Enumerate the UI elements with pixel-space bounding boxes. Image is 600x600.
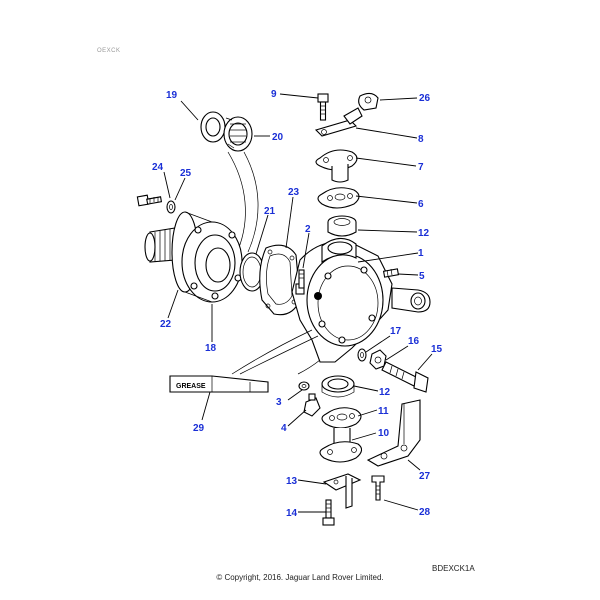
washer-part-25 xyxy=(166,200,176,214)
callout-2[interactable]: 2 xyxy=(305,224,311,235)
gasket-part xyxy=(259,244,301,316)
stud-part-2 xyxy=(298,269,305,289)
callout-20[interactable]: 20 xyxy=(272,132,284,143)
callout-18[interactable]: 18 xyxy=(205,343,217,354)
callout-11[interactable]: 11 xyxy=(378,406,389,417)
swivel-pin-bottom-part xyxy=(319,428,363,463)
gasket-part-6 xyxy=(317,187,360,209)
callout-3[interactable]: 3 xyxy=(276,397,282,408)
callout-16[interactable]: 16 xyxy=(408,336,420,347)
callout-15[interactable]: 15 xyxy=(431,344,443,355)
callout-12-top[interactable]: 12 xyxy=(418,228,430,239)
gasket-part-11 xyxy=(321,407,362,429)
callout-5[interactable]: 5 xyxy=(419,271,425,282)
callout-17[interactable]: 17 xyxy=(390,326,402,337)
swivel-housing-part xyxy=(291,237,393,363)
callout-1[interactable]: 1 xyxy=(418,248,424,259)
callout-19[interactable]: 19 xyxy=(166,90,178,101)
drawing-code: BDEXCK1A xyxy=(432,564,475,573)
callout-24[interactable]: 24 xyxy=(152,162,164,173)
bolt-part-9 xyxy=(317,93,329,121)
callout-22[interactable]: 22 xyxy=(160,319,172,330)
callout-29[interactable]: 29 xyxy=(193,423,205,434)
bolt-part-5 xyxy=(382,268,400,278)
bracket-part-8 xyxy=(314,107,363,137)
swivel-pin-top-part xyxy=(315,149,358,183)
callout-14[interactable]: 14 xyxy=(286,508,298,519)
oil-seal-part-top xyxy=(327,215,357,237)
callout-4[interactable]: 4 xyxy=(281,423,287,434)
hub-flange-part xyxy=(144,211,243,303)
bearing-part-bottom xyxy=(321,375,355,398)
grease-tag: GREASE xyxy=(169,375,269,393)
clip-part-26 xyxy=(358,92,379,111)
callout-25[interactable]: 25 xyxy=(180,168,192,179)
reference-code: OEXCK xyxy=(97,48,121,54)
callout-12-bottom[interactable]: 12 xyxy=(379,387,391,398)
taper-bearing-part xyxy=(200,111,253,152)
grease-nipple-part-4 xyxy=(303,393,321,417)
leader-lines xyxy=(163,93,433,513)
callout-26[interactable]: 26 xyxy=(419,93,431,104)
callout-28[interactable]: 28 xyxy=(419,507,431,518)
bolt-part-28 xyxy=(371,475,385,501)
callout-21[interactable]: 21 xyxy=(264,206,276,217)
stop-bracket-part xyxy=(391,287,431,313)
callout-23[interactable]: 23 xyxy=(288,187,300,198)
callouts: 1 2 3 4 5 6 7 8 9 10 11 12 12 13 14 15 1… xyxy=(152,89,443,519)
callout-7[interactable]: 7 xyxy=(418,162,424,173)
bolt-part-15 xyxy=(381,361,429,393)
callout-10[interactable]: 10 xyxy=(378,428,390,439)
grease-label: GREASE xyxy=(176,383,206,390)
callout-6[interactable]: 6 xyxy=(418,199,424,210)
callout-8[interactable]: 8 xyxy=(418,134,424,145)
copyright-notice: © Copyright, 2016. Jaguar Land Rover Lim… xyxy=(216,573,384,582)
bracket-part-13 xyxy=(322,473,362,509)
bolt-part-24 xyxy=(136,194,163,207)
callout-13[interactable]: 13 xyxy=(286,476,298,487)
washer-part-17 xyxy=(357,348,367,362)
bolt-part-14 xyxy=(322,499,335,526)
callout-9[interactable]: 9 xyxy=(271,89,277,100)
callout-27[interactable]: 27 xyxy=(419,471,431,482)
washer-part-3 xyxy=(298,381,310,391)
steering-arm-part xyxy=(366,399,421,467)
